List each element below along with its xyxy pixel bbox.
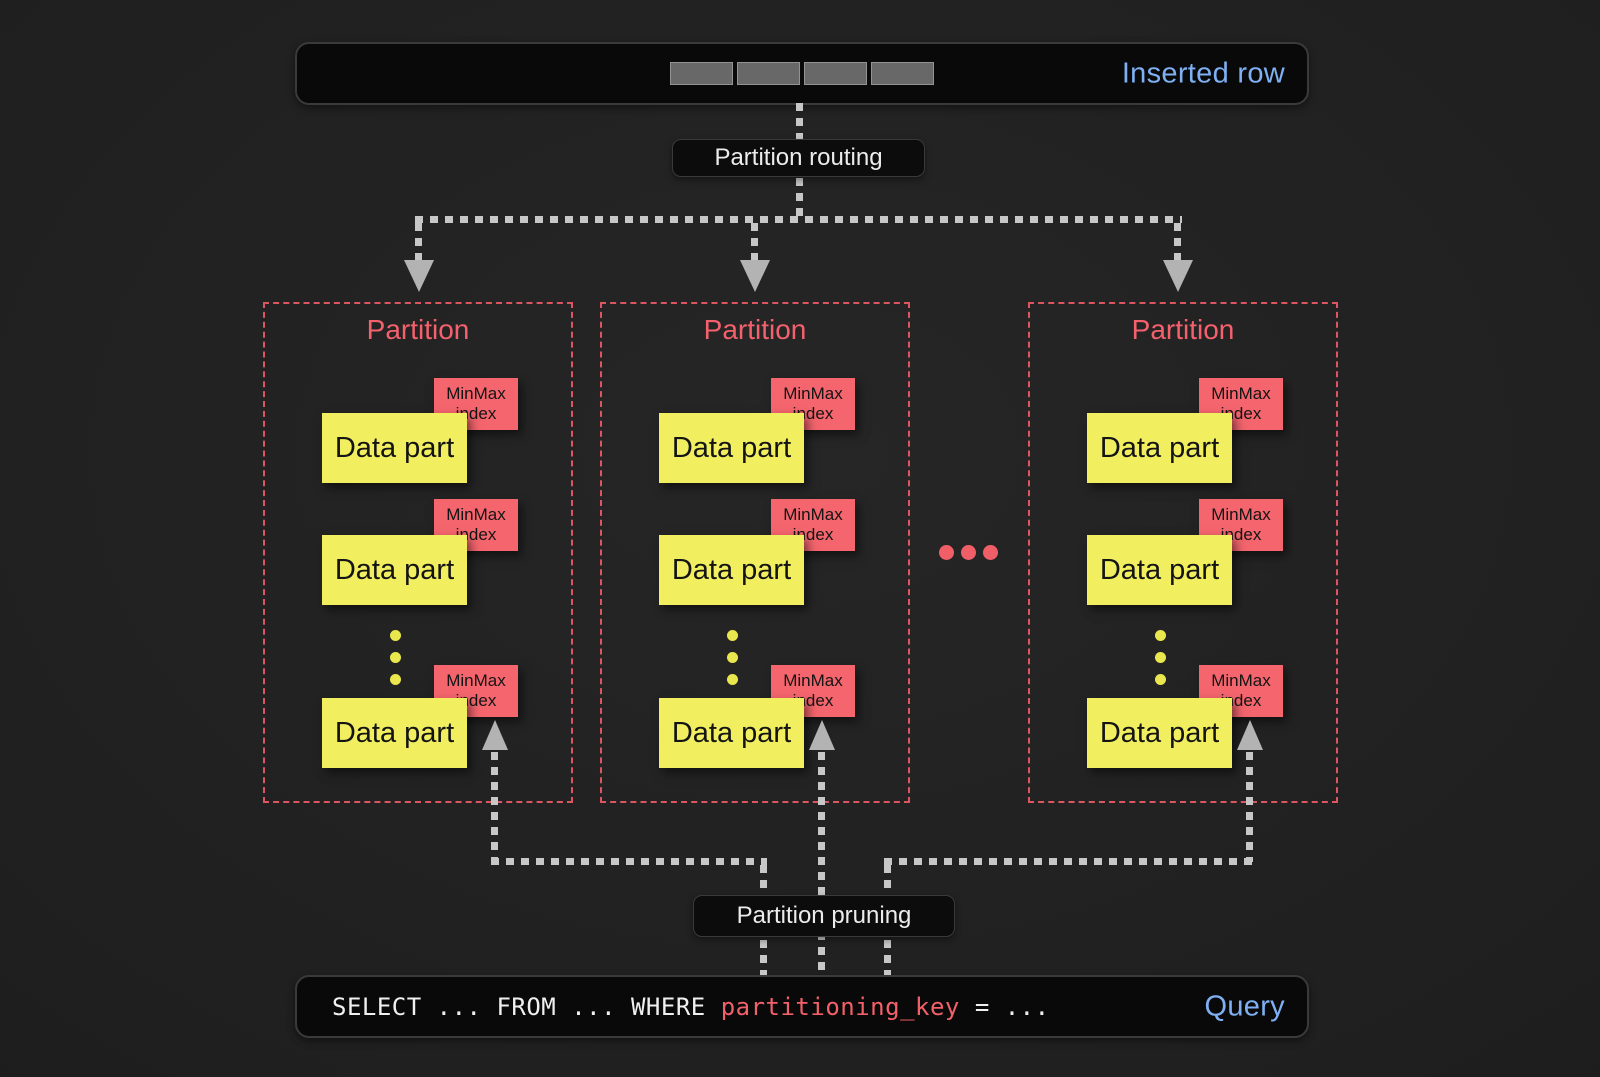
partition-box: Partition MinMax index Data part MinMax … [600, 302, 910, 803]
row-cell [804, 62, 867, 85]
more-parts-ellipsis-dot [390, 630, 401, 641]
sql-partitioning-key: partitioning_key [720, 992, 960, 1021]
query-bar: SELECT ... FROM ... WHERE partitioning_k… [295, 975, 1309, 1038]
more-parts-ellipsis-dot [727, 652, 738, 663]
more-partitions-ellipsis-dot [961, 545, 976, 560]
minmax-line: MinMax [446, 384, 506, 403]
partition-routing-label: Partition routing [672, 139, 925, 177]
data-part-box: Data part [659, 535, 804, 605]
more-parts-ellipsis-dot [727, 674, 738, 685]
minmax-line: MinMax [446, 505, 506, 524]
routing-drop-right [1174, 223, 1181, 262]
inserted-row-label: Inserted row [1121, 57, 1285, 89]
data-part-box: Data part [322, 535, 467, 605]
query-label: Query [1204, 990, 1285, 1022]
row-cell [737, 62, 800, 85]
more-parts-ellipsis-dot [390, 674, 401, 685]
minmax-line: MinMax [783, 384, 843, 403]
pruning-run-left [491, 858, 767, 865]
arrow-up-icon [482, 720, 508, 750]
pruning-line-center [818, 752, 825, 975]
partition-title: Partition [1131, 314, 1235, 345]
partition-title: Partition [366, 314, 470, 345]
pruning-run-right [884, 858, 1253, 865]
minmax-line: MinMax [446, 671, 506, 690]
data-part-box: Data part [1087, 535, 1232, 605]
more-parts-ellipsis-dot [1155, 674, 1166, 685]
partition-box: Partition MinMax index Data part MinMax … [263, 302, 573, 803]
data-part-box: Data part [1087, 413, 1232, 483]
data-part-box: Data part [659, 698, 804, 768]
arrow-up-icon [1237, 720, 1263, 750]
more-parts-ellipsis-dot [1155, 630, 1166, 641]
arrow-up-icon [809, 720, 835, 750]
data-part-box: Data part [322, 413, 467, 483]
routing-drop-center [751, 223, 758, 262]
data-part-box: Data part [659, 413, 804, 483]
partition-box: Partition MinMax index Data part MinMax … [1028, 302, 1338, 803]
routing-drop-left [415, 223, 422, 262]
data-part-box: Data part [1087, 698, 1232, 768]
more-parts-ellipsis-dot [727, 630, 738, 641]
more-partitions-ellipsis-dot [983, 545, 998, 560]
row-cell [670, 62, 733, 85]
routing-branch-line [415, 216, 1182, 223]
minmax-line: MinMax [1211, 384, 1271, 403]
pruning-rise-left [491, 752, 498, 862]
more-parts-ellipsis-dot [1155, 652, 1166, 663]
pruning-rise-right [1246, 752, 1253, 862]
partition-title: Partition [703, 314, 807, 345]
minmax-line: MinMax [783, 505, 843, 524]
inserted-row-cells [670, 62, 934, 85]
sql-prefix: SELECT ... FROM ... WHERE [332, 992, 721, 1021]
data-part-box: Data part [322, 698, 467, 768]
arrow-down-icon [404, 260, 434, 292]
sql-query-text: SELECT ... FROM ... WHERE partitioning_k… [332, 993, 1050, 1021]
arrow-down-icon [740, 260, 770, 292]
more-partitions-ellipsis-dot [939, 545, 954, 560]
minmax-line: MinMax [1211, 505, 1271, 524]
inserted-row-bar: Inserted row [295, 42, 1309, 105]
sql-suffix: = ... [959, 992, 1050, 1021]
minmax-line: MinMax [783, 671, 843, 690]
partition-pruning-label: Partition pruning [693, 895, 955, 937]
minmax-line: MinMax [1211, 671, 1271, 690]
row-cell [871, 62, 934, 85]
more-parts-ellipsis-dot [390, 652, 401, 663]
arrow-down-icon [1163, 260, 1193, 292]
